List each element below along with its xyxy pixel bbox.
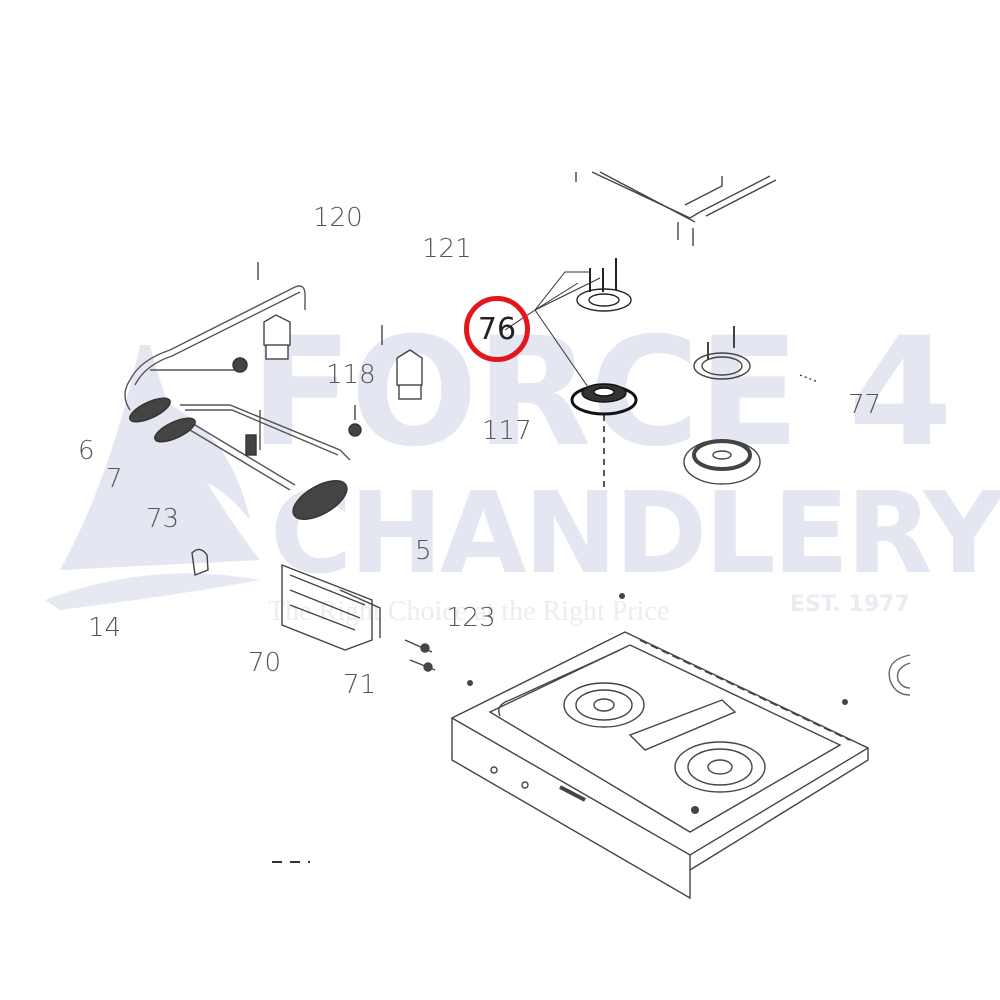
part-label-121: 121 — [422, 234, 472, 264]
part-label-76: 76 — [477, 311, 517, 347]
part-label-5: 5 — [415, 536, 432, 566]
part-label-7: 7 — [106, 464, 123, 494]
part-117-burner-head — [570, 383, 638, 490]
watermark-established: EST. 1977 — [790, 592, 910, 617]
part-label-123: 123 — [446, 603, 496, 633]
burner-valves — [129, 357, 362, 520]
part-76-burner-cap-ring — [576, 258, 632, 312]
fitting-nuts — [257, 262, 423, 420]
part-label-73: 73 — [146, 504, 180, 534]
part-label-120: 120 — [313, 203, 363, 233]
part-label-71: 71 — [343, 670, 377, 700]
ignition-module — [281, 563, 381, 651]
part-label-117: 117 — [482, 416, 532, 446]
part-label-77: 77 — [848, 390, 882, 420]
part-label-14: 14 — [88, 613, 122, 643]
pan-support-frame — [575, 171, 777, 246]
gas-pipes — [124, 285, 351, 491]
ignition-electrodes — [404, 639, 436, 672]
highlighted-part-callout-76[interactable]: 76 — [464, 296, 530, 362]
partial-burner-right-edge — [888, 654, 911, 696]
cooktop-hob-tray — [450, 631, 870, 900]
watermark-brand-chandlery: CHANDLERY — [270, 469, 1000, 599]
callout-leader-lines — [504, 271, 601, 391]
part-label-118: 118 — [326, 360, 376, 390]
part-label-70: 70 — [248, 648, 282, 678]
part-77-burner — [683, 326, 819, 485]
part-label-6: 6 — [78, 436, 95, 466]
